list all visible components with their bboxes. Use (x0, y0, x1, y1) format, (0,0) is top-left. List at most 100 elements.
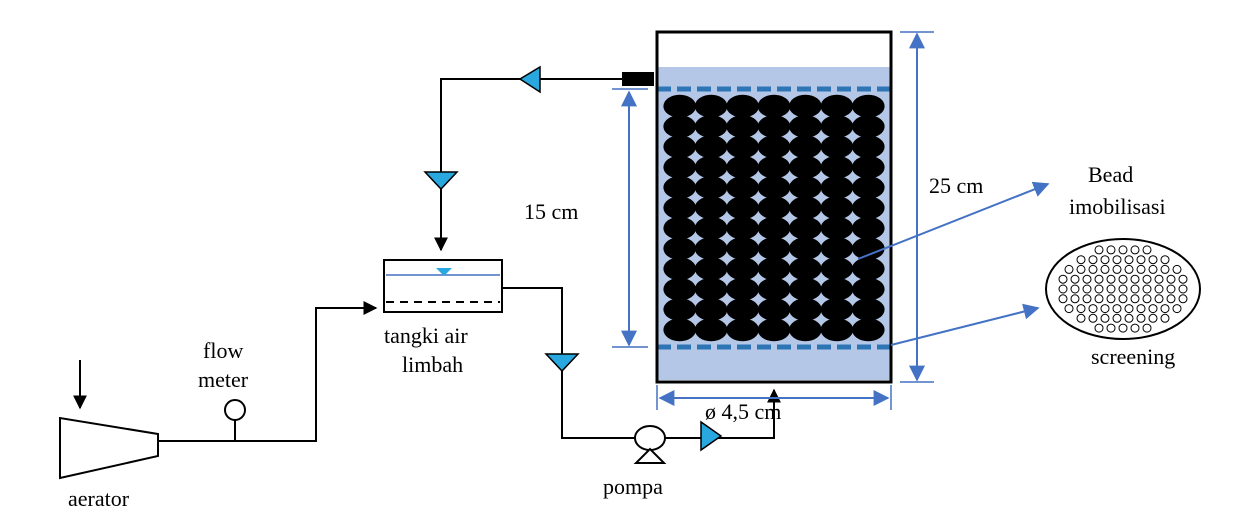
disc-hole (1154, 294, 1164, 304)
bead (820, 237, 854, 260)
disc-hole (1100, 264, 1110, 274)
bead (820, 94, 854, 118)
bead (852, 318, 885, 342)
disc-hole (1160, 304, 1170, 314)
disc-hole (1094, 323, 1104, 333)
disc-hole (1070, 294, 1080, 304)
bead (694, 257, 728, 281)
bead (789, 196, 822, 220)
disc-hole (1118, 323, 1128, 333)
bead (694, 135, 728, 159)
bead (757, 216, 791, 240)
disc-hole (1100, 313, 1110, 323)
disc-hole (1172, 264, 1182, 274)
disc-hole (1124, 304, 1134, 314)
disc-hole (1148, 313, 1158, 323)
bead (820, 155, 854, 179)
flow-direction-arrow (423, 171, 459, 191)
bead (694, 277, 728, 301)
feed-pipe (502, 287, 781, 452)
diameter-label: ø 4,5 cm (705, 399, 781, 424)
bead (820, 257, 854, 281)
bead (852, 277, 885, 301)
disc-hole (1172, 304, 1182, 314)
bead (757, 277, 791, 301)
disc-hole (1130, 284, 1140, 294)
disc-hole (1160, 264, 1170, 274)
disc-hole (1118, 284, 1128, 294)
column-outlet-port (622, 72, 654, 86)
bead (663, 216, 696, 240)
disc-hole (1106, 284, 1116, 294)
bead (726, 196, 759, 220)
pump-base (633, 447, 667, 464)
bead (789, 318, 822, 342)
bead (757, 257, 791, 281)
bead (663, 257, 696, 281)
disc-hole (1064, 264, 1074, 274)
disc-hole (1100, 304, 1110, 314)
disc-hole (1136, 313, 1146, 323)
disc-hole (1142, 274, 1152, 284)
bead (820, 196, 854, 220)
bead (789, 176, 822, 199)
bead-label-2: imobilisasi (1069, 194, 1166, 219)
disc-hole (1136, 264, 1146, 274)
air-pipe (158, 301, 378, 442)
bead (663, 298, 696, 321)
bead (694, 176, 728, 199)
bead (852, 237, 885, 260)
disc-hole (1082, 284, 1092, 294)
bead (789, 277, 822, 301)
disc-hole (1058, 284, 1068, 294)
disc-hole (1142, 245, 1152, 255)
disc-hole (1148, 255, 1158, 265)
bead (726, 237, 759, 260)
bead (663, 237, 696, 260)
bead (789, 115, 822, 138)
bead (820, 176, 854, 199)
disc-hole (1082, 274, 1092, 284)
disc-hole (1160, 255, 1170, 265)
bead (663, 135, 696, 159)
disc-hole (1112, 304, 1122, 314)
disc-hole (1094, 284, 1104, 294)
disc-hole (1058, 294, 1068, 304)
bead (820, 115, 854, 138)
disc-hole (1112, 264, 1122, 274)
disc-hole (1082, 294, 1092, 304)
tank-label-1: tangki air (384, 323, 468, 348)
bead (820, 135, 854, 159)
bead (789, 237, 822, 260)
disc-hole (1058, 274, 1068, 284)
screening-label: screening (1091, 344, 1175, 369)
bead (789, 216, 822, 240)
bead (789, 135, 822, 159)
disc-hole (1106, 294, 1116, 304)
water-level-icon (436, 268, 452, 276)
disc-hole (1112, 313, 1122, 323)
bead (757, 298, 791, 321)
flow-meter-label-1: flow (203, 338, 243, 363)
pump-body (634, 425, 666, 451)
disc-hole (1142, 284, 1152, 294)
immobilized-beads (663, 94, 885, 342)
flow-meter-gauge (224, 399, 246, 421)
bead (852, 216, 885, 240)
bead (694, 115, 728, 138)
bead (663, 155, 696, 179)
disc-hole (1148, 264, 1158, 274)
bead (852, 155, 885, 179)
disc-hole (1148, 304, 1158, 314)
disc-hole (1100, 255, 1110, 265)
disc-hole (1088, 264, 1098, 274)
bead (757, 155, 791, 179)
disc-hole (1070, 284, 1080, 294)
bead (852, 115, 885, 138)
flow-meter (224, 399, 246, 441)
bead (726, 115, 759, 138)
bead-label-1: Bead (1088, 162, 1133, 187)
bead (757, 237, 791, 260)
screening-disc (1045, 238, 1201, 340)
